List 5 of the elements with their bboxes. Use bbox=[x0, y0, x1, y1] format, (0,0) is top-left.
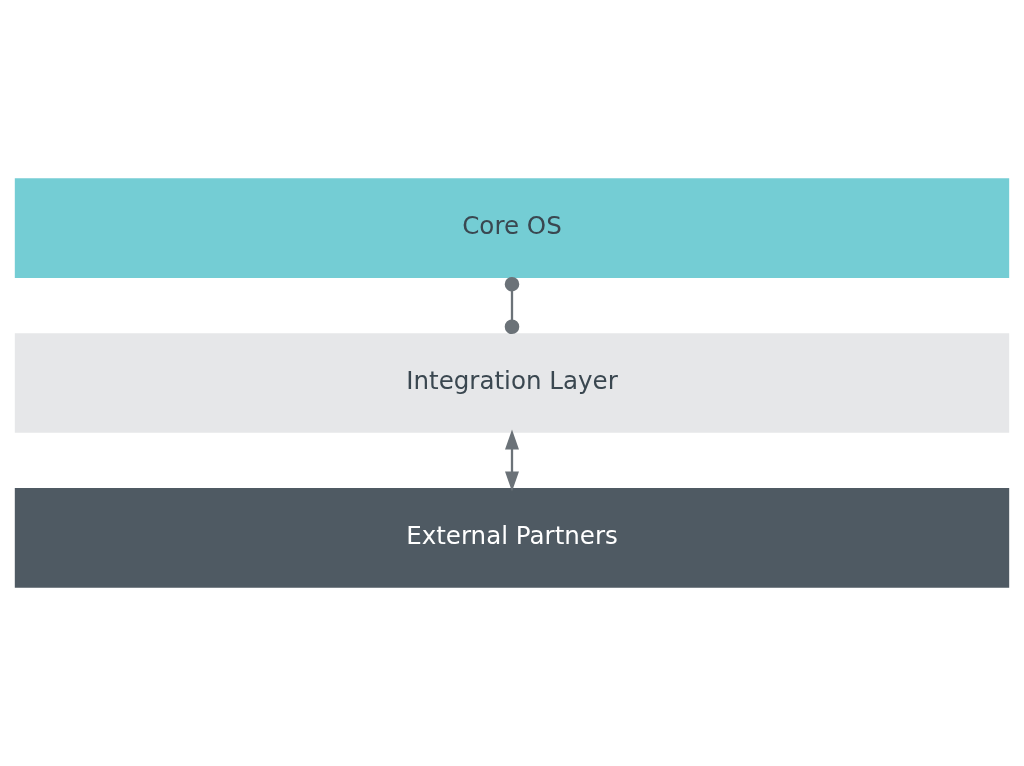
arrow bbox=[505, 429, 519, 492]
node-box: Integration Layer bbox=[14, 333, 1010, 433]
node-box: External Partners bbox=[14, 488, 1010, 588]
connector bbox=[504, 276, 520, 335]
node-box: Core OS bbox=[14, 178, 1010, 278]
